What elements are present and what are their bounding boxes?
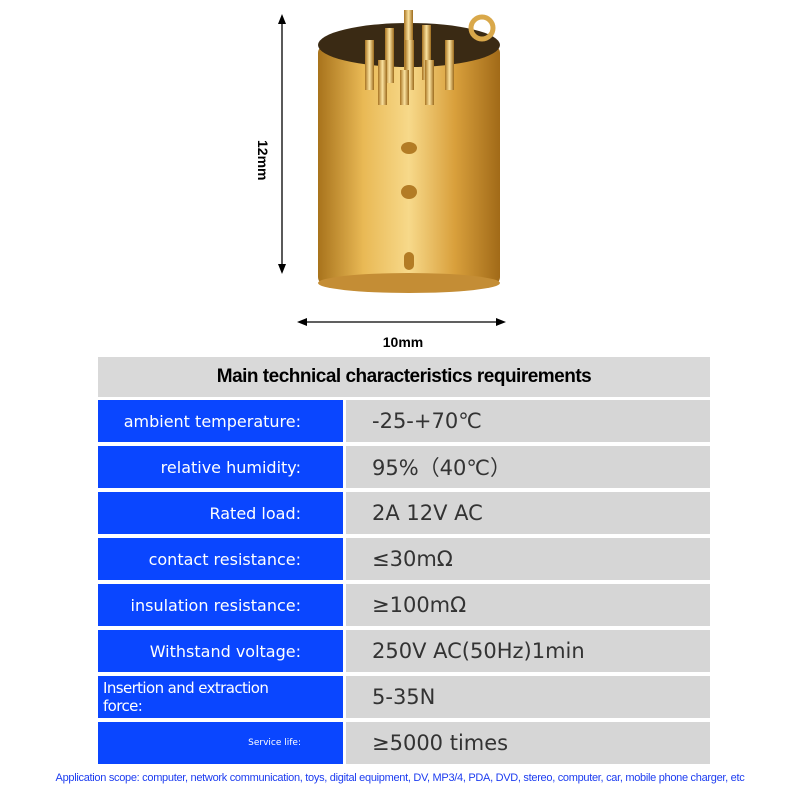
table-row: relative humidity:95%（40℃） <box>98 446 710 488</box>
width-dimension-label: 10mm <box>383 334 423 350</box>
table-row: Rated load:2A 12V AC <box>98 492 710 534</box>
application-scope-text: Application scope: computer, network com… <box>55 772 745 784</box>
row-value: 2A 12V AC <box>346 492 710 534</box>
height-dimension-label: 12mm <box>255 140 271 180</box>
row-value: 250V AC(50Hz)1min <box>346 630 710 672</box>
row-label: ambient temperature: <box>98 400 343 442</box>
row-label: Insertion and extraction force: <box>98 676 343 718</box>
row-label: Service life: <box>98 722 343 764</box>
row-label: insulation resistance: <box>98 584 343 626</box>
row-value: 95%（40℃） <box>346 446 710 488</box>
table-row: Insertion and extraction force:5-35N <box>98 676 710 718</box>
dimension-arrows <box>281 20 500 323</box>
row-label: Rated load: <box>98 492 343 534</box>
table-row: contact resistance:≤30mΩ <box>98 538 710 580</box>
row-value: -25-+70℃ <box>346 400 710 442</box>
row-value: ≥100mΩ <box>346 584 710 626</box>
table-row: Service life:≥5000 times <box>98 722 710 764</box>
connector-body <box>318 10 500 293</box>
row-value: ≥5000 times <box>346 722 710 764</box>
row-label: relative humidity: <box>98 446 343 488</box>
table-row: ambient temperature:-25-+70℃ <box>98 400 710 442</box>
table-row: Withstand voltage:250V AC(50Hz)1min <box>98 630 710 672</box>
row-value: 5-35N <box>346 676 710 718</box>
row-label: Withstand voltage: <box>98 630 343 672</box>
product-image: 12mm 10mm <box>255 10 506 350</box>
row-label: contact resistance: <box>98 538 343 580</box>
row-value: ≤30mΩ <box>346 538 710 580</box>
table-row: insulation resistance:≥100mΩ <box>98 584 710 626</box>
table-title: Main technical characteristics requireme… <box>98 357 710 397</box>
